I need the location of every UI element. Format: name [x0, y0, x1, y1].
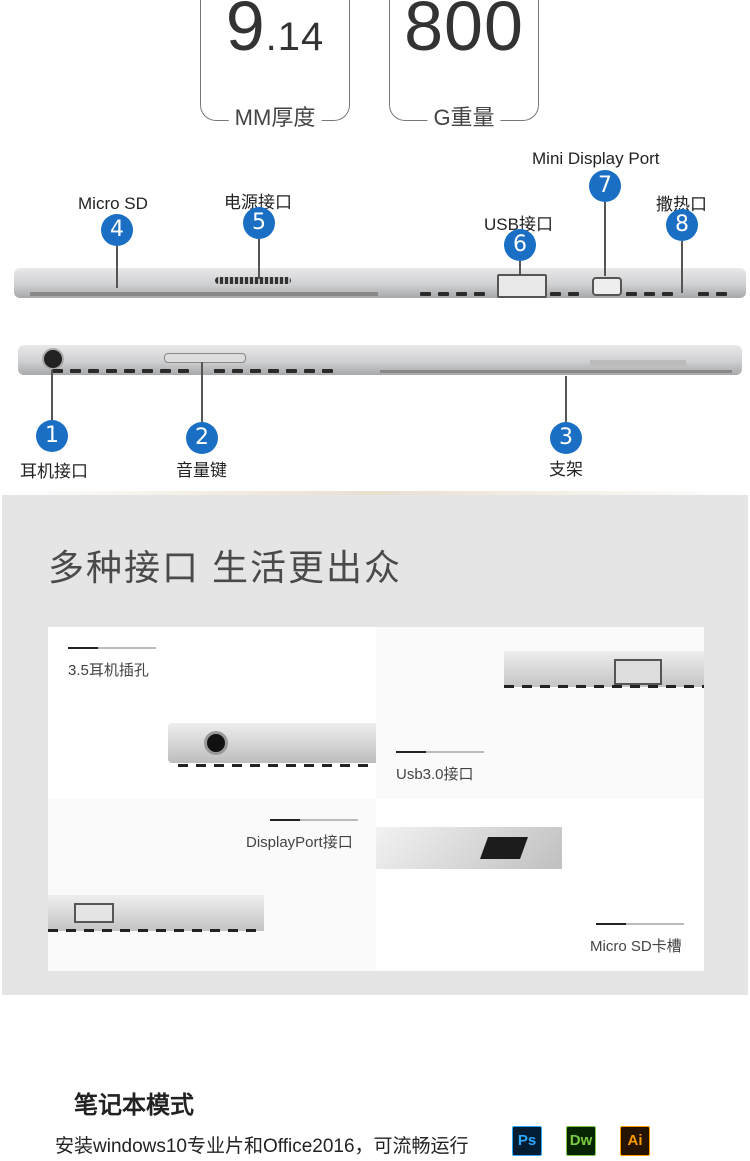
thickness-value: 9: [225, 0, 266, 65]
port-label-heat-vent: 撒热口: [656, 195, 707, 214]
micro-sd-closeup-image: [376, 827, 562, 869]
tile-caption-displayport: DisplayPort接口: [246, 834, 353, 851]
callout-badge-8: 8: [666, 209, 698, 241]
thickness-label: MM厚度: [228, 100, 322, 132]
port-label-headphone: 耳机接口: [20, 462, 88, 481]
mini-dp-port: [592, 277, 622, 296]
tile-caption-usb: Usb3.0接口: [396, 766, 474, 783]
dreamweaver-icon: Dw: [566, 1126, 596, 1156]
laptop-mode-description: 安装windows10专业片和Office2016，可流畅运行: [55, 1136, 469, 1157]
port-label-micro-sd: Micro SD: [78, 194, 148, 213]
tile-usb: Usb3.0接口: [376, 627, 704, 799]
callout-badge-1: 1: [36, 420, 68, 452]
headphone-jack: [42, 348, 64, 370]
tile-micro-sd: Micro SD卡槽: [376, 799, 704, 971]
callout-badge-3: 3: [550, 422, 582, 454]
port-label-mini-display-port: Mini Display Port: [532, 149, 660, 168]
micro-sd-card-icon: [479, 837, 529, 859]
tile-caption-headphone: 3.5耳机插孔: [68, 662, 149, 679]
tile-caption-micro-sd: Micro SD卡槽: [590, 938, 682, 955]
port-label-volume: 音量键: [176, 461, 227, 480]
thickness-spec: 9.14 MM厚度: [200, 0, 350, 132]
callout-badge-4: 4: [101, 214, 133, 246]
port-label-power: 电源接口: [224, 193, 292, 212]
callout-badge-5: 5: [243, 207, 275, 239]
callout-badge-7: 7: [589, 170, 621, 202]
callout-badge-2: 2: [186, 422, 218, 454]
headphone-closeup-image: [168, 723, 376, 763]
laptop-mode-title: 笔记本模式: [74, 1092, 194, 1119]
volume-rocker: [164, 353, 246, 363]
interfaces-section: 多种接口 生活更出众 3.5耳机插孔 Usb3.0接口 DisplayPort接…: [2, 495, 748, 995]
weight-spec: 800 G重量: [389, 0, 539, 132]
tile-displayport: DisplayPort接口: [48, 799, 376, 971]
port-label-kickstand: 支架: [549, 460, 583, 479]
usb-port: [497, 274, 547, 298]
tile-headphone: 3.5耳机插孔: [48, 627, 376, 799]
callout-badge-6: 6: [504, 229, 536, 261]
section-title: 多种接口 生活更出众: [48, 547, 403, 588]
usb-closeup-image: [504, 651, 704, 687]
thickness-decimal: .14: [265, 15, 325, 59]
illustrator-icon: Ai: [620, 1126, 650, 1156]
weight-value: 800: [404, 0, 524, 65]
power-connector: [215, 277, 291, 284]
port-label-usb: USB接口: [484, 215, 553, 234]
weight-label: G重量: [427, 100, 501, 132]
photoshop-icon: Ps: [512, 1126, 542, 1156]
